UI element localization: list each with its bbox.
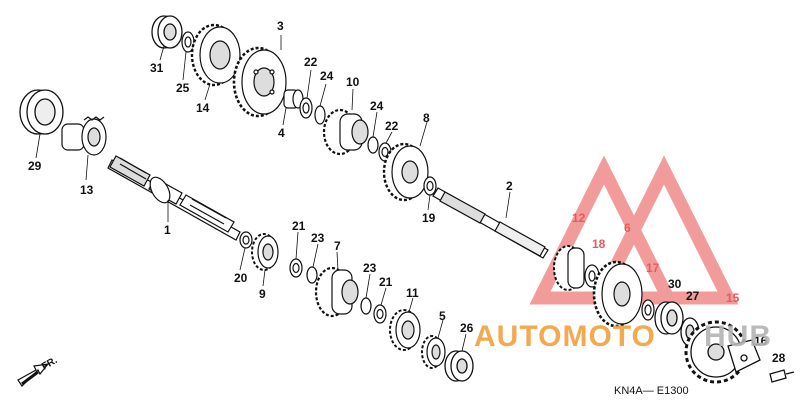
washer-19: [423, 176, 437, 196]
callout-13: 13: [80, 183, 94, 197]
callout-12: 12: [572, 211, 586, 225]
washer-21-top: [289, 258, 303, 278]
callout-22-top: 22: [304, 55, 318, 69]
callout-30: 30: [668, 277, 682, 291]
callout-31: 31: [150, 61, 164, 75]
gear-11: [389, 309, 421, 351]
bearing-30: [654, 301, 684, 335]
gear-8: [382, 142, 429, 202]
plate-16: [727, 339, 761, 373]
bearing-31: [151, 15, 183, 49]
sprocket-15: [684, 320, 748, 384]
gear-9: [251, 233, 279, 271]
washer-17: [641, 299, 655, 321]
washer-25: [181, 31, 195, 53]
circlip-23-top: [306, 266, 318, 284]
callout-28: 28: [772, 351, 786, 365]
callout-7: 7: [334, 239, 341, 253]
watermark-brand-part2: HUB: [704, 320, 772, 353]
callout-11: 11: [406, 286, 419, 300]
callout-1: 1: [164, 223, 171, 237]
callout-21-top: 21: [292, 219, 306, 233]
bolt-28: [769, 369, 795, 383]
front-direction-label: FR.: [40, 355, 60, 373]
callout-16: 16: [754, 334, 768, 348]
shaft-2: [432, 187, 549, 259]
callout-21: 21: [379, 275, 393, 289]
callout-15: 15: [726, 291, 740, 305]
callout-26: 26: [460, 321, 474, 335]
watermark-brand-part1: AUTOMOTO: [474, 320, 656, 353]
callout-20: 20: [234, 271, 248, 285]
callout-24: 24: [370, 99, 384, 113]
watermark-brand: AUTOMOTO HUB: [474, 320, 772, 353]
drawing-code: KN4A— E1300: [614, 385, 689, 397]
washer-22-top: [299, 97, 313, 119]
callout-8: 8: [423, 111, 430, 125]
gear-13: [61, 116, 107, 156]
leader-lines: [35, 35, 511, 352]
washer-21: [373, 304, 387, 324]
callout-27: 27: [686, 289, 700, 303]
callout-10: 10: [346, 75, 360, 89]
gear-12: [553, 245, 585, 291]
callout-4: 4: [278, 126, 285, 140]
gear-6: [592, 260, 643, 328]
callout-5: 5: [439, 309, 446, 323]
circlip-24-top: [314, 105, 326, 125]
callout-23: 23: [363, 261, 377, 275]
callout-22: 22: [385, 119, 399, 133]
washer-20: [239, 231, 253, 249]
callout-19: 19: [422, 211, 436, 225]
bearing-26: [444, 350, 474, 382]
front-direction-arrow: FR.: [17, 355, 60, 387]
washer-18: [584, 264, 600, 288]
circlip-23: [360, 297, 372, 315]
callout-24-top: 24: [320, 69, 334, 83]
callout-29: 29: [28, 159, 42, 173]
gear-10: [322, 108, 369, 156]
gear-5: [421, 335, 446, 369]
callout-25: 25: [176, 81, 190, 95]
callout-9: 9: [259, 287, 266, 301]
callout-6: 6: [624, 221, 631, 235]
gear-3: [232, 46, 287, 118]
gear-14: [190, 23, 241, 87]
callout-labels: 31 25 14 3 4 22 24 10 24 22 8 19 2 29 13…: [28, 19, 786, 365]
bearing-29: [19, 89, 64, 135]
callout-3: 3: [277, 19, 284, 33]
callout-18: 18: [592, 237, 606, 251]
circlip-24: [367, 136, 379, 154]
gear-7: [314, 266, 359, 318]
shaft-1: [107, 155, 241, 241]
callout-17: 17: [646, 261, 660, 275]
callout-23-top: 23: [311, 231, 325, 245]
callout-14: 14: [196, 101, 210, 115]
callout-2: 2: [506, 179, 513, 193]
